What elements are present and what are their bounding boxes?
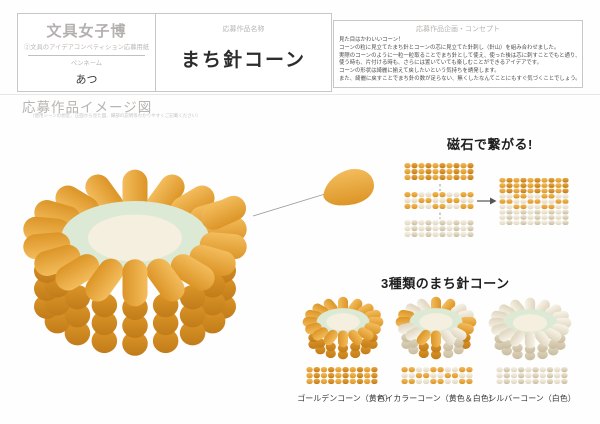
penname-label: ペンネーム [70,60,103,67]
logo: 文具女子博 [46,23,127,40]
magnet-stack-bicolor [404,192,474,209]
type-label-silver: シルバーコーン（白色） [488,394,576,403]
scan-fold-line [0,94,600,95]
sideview-bicolor [401,367,473,384]
header-box: 文具女子博 ②文具のアイデアコンペティション応募用紙 ペンネーム あつ 応募作品… [17,13,332,92]
sideview-golden [306,367,378,384]
logo-subtitle: ②文具のアイデアコンペティション応募用紙 [23,44,150,51]
pin-needle [252,193,326,217]
corn-golden [302,296,384,360]
concept-text: 見た目はかわいいコーン！ コーンの粒に見立てたまち針とコーンの芯に見立てた針刺し… [339,37,581,84]
sideview-silver [496,367,568,384]
pin-head [323,169,374,206]
work-name-label: 応募作品名称 [222,26,265,33]
types-section-heading: 3種類のまち針コーン [381,276,510,291]
logo-cell: 文具女子博 ②文具のアイデアコンペティション応募用紙 ペンネーム あつ [18,14,156,91]
concept-line: 見た目はかわいいコーン！ [339,37,404,43]
type-label-bicolor: バイカラーコーン（黄色＆白色） [377,394,497,403]
magnet-stack-gold [404,163,474,180]
main-corn-illustration [23,169,247,356]
magnet-stack-silver [404,220,474,237]
corn-bicolor [395,296,477,360]
concept-line: 使う時も、片付ける時も、さらには置いていても楽しむことができるアイデアです。 [339,60,543,67]
magnet-stack-combined [499,178,569,225]
concept-box: 応募作品企画・コンセプト 見た目はかわいいコーン！ コーンの粒に見立てたまち針と… [333,20,583,88]
magnet-diagram [404,163,569,237]
pin-illustration [252,169,374,217]
concept-line: 実際のコーンのように一粒一粒取ることでまち針として使え、使った後は芯に刺すことで… [339,52,581,59]
arrow-right-icon [477,197,497,205]
magnet-section-heading: 磁石で繋がる! [447,137,533,152]
penname-value: あつ [75,74,98,86]
type-label-golden: ゴールデンコーン（黄色） [297,394,393,403]
corn-silver [488,297,572,361]
concept-line: また、綺麗に戻すことでまち針の数が足らない、無くしたなんてことにもすぐ気づくこと… [339,76,581,83]
image-section-subtitle: （使用シーンの想定、正面から見た図、細部の説明等わかりやすくご記載ください） [30,113,201,118]
concept-label: 応募作品企画・コンセプト [416,26,500,33]
concept-line: コーンの粒に見立てたまち針とコーンの芯に見立てた針刺し（針山）を組み合わせました… [339,44,560,51]
work-name: まち針コーン [180,50,307,71]
image-section-title: 応募作品イメージ図 [22,100,153,115]
concept-line: コーンの形状は綺麗に揃えて戻したいという気持ちを誘発します。 [339,68,500,75]
work-name-cell: 応募作品名称 まち針コーン [156,14,331,91]
penname-divider [28,55,145,56]
